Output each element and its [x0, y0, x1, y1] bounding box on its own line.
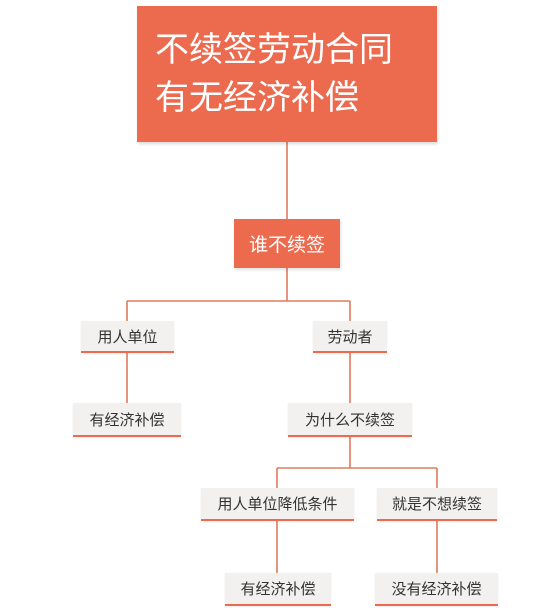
employer-node: 用人单位	[81, 321, 174, 353]
just-not-willing-node: 就是不想续签	[377, 488, 497, 521]
root-node: 不续签劳动合同 有无经济补偿	[137, 6, 437, 142]
no-compensation-node: 没有经济补偿	[375, 573, 498, 606]
who-not-renew-node: 谁不续签	[234, 219, 340, 268]
lowered-terms-compensation-node: 有经济补偿	[225, 573, 331, 606]
worker-node: 劳动者	[313, 321, 387, 353]
why-not-renew-node: 为什么不续签	[288, 403, 412, 437]
employer-compensation-node: 有经济补偿	[73, 403, 181, 437]
employer-lowers-terms-node: 用人单位降低条件	[201, 488, 354, 521]
root-title-line2: 有无经济补偿	[155, 78, 359, 118]
root-title-line1: 不续签劳动合同	[155, 30, 393, 70]
